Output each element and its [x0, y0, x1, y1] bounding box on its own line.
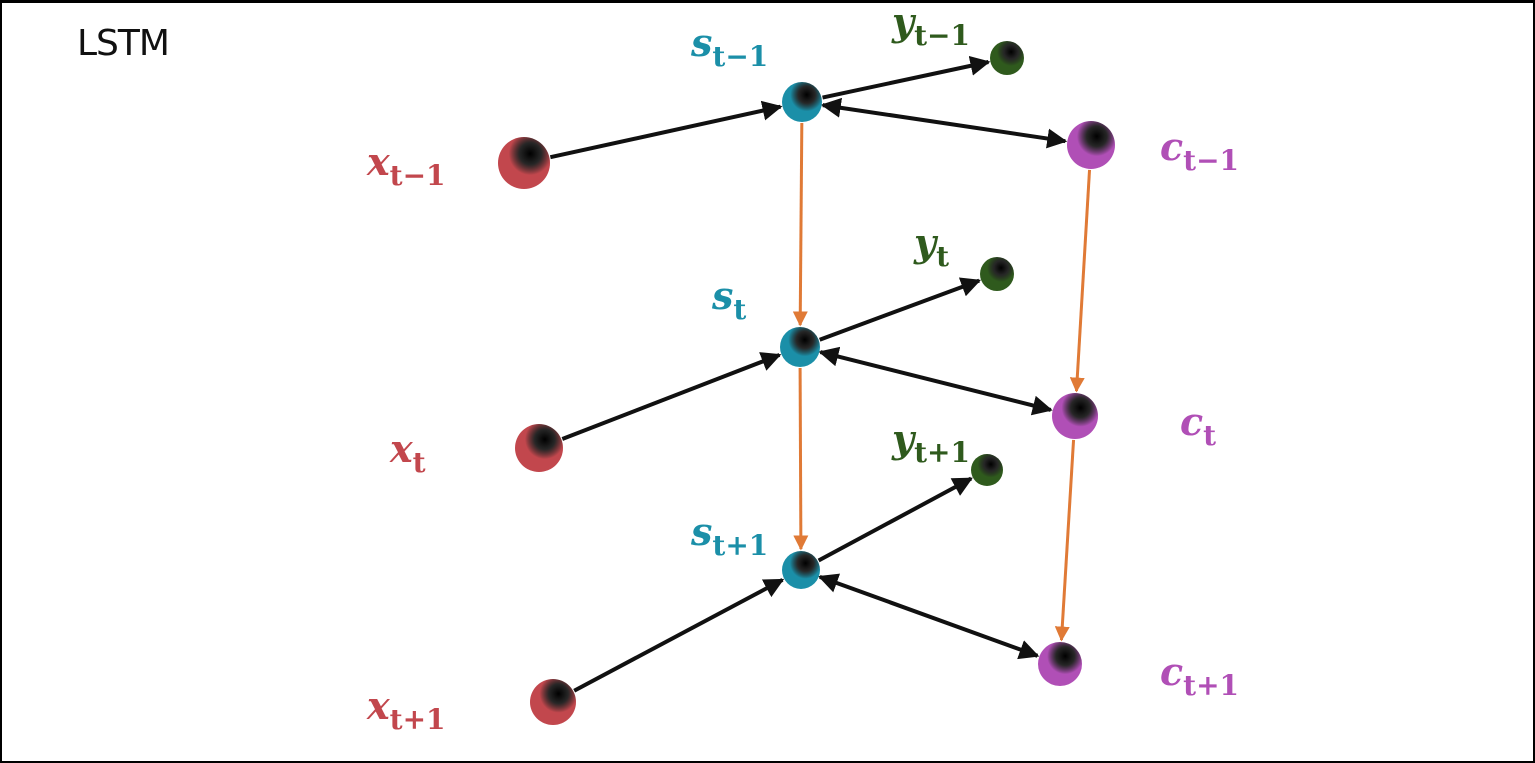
- label-x_t-symbol: x: [389, 426, 414, 471]
- label-x_tp1: xt+1: [366, 683, 446, 736]
- slide-title: LSTM: [77, 23, 170, 64]
- edge-s_tm1-to-y_tm1-output: [822, 55, 991, 100]
- label-y_tm1: yt−1: [891, 3, 970, 52]
- node-c_tp1: [1038, 642, 1082, 686]
- edge-s_tp1-to-y_tp1-output: [817, 476, 973, 563]
- label-s_tm1-symbol: s: [690, 20, 712, 65]
- label-s_tp1-symbol: s: [690, 509, 712, 554]
- label-s_tp1: st+1: [690, 509, 768, 562]
- label-y_t-symbol: y: [913, 220, 939, 265]
- node-s_tm1: [782, 82, 822, 122]
- label-c_tm1: ct−1: [1160, 124, 1239, 177]
- label-s_tm1-subscript: t−1: [712, 40, 768, 73]
- label-x_tm1: xt−1: [366, 139, 446, 192]
- node-x_tm1: [498, 137, 550, 189]
- edge-s_tp1-to-c_tp1-bidirectional: [817, 573, 1040, 660]
- label-y_t-subscript: t: [936, 240, 949, 273]
- label-y_tp1-symbol: y: [891, 416, 917, 461]
- node-s_tp1: [782, 551, 820, 589]
- label-x_t-subscript: t: [413, 446, 426, 479]
- edge-c_tm1-to-c_t-recurrent: [1069, 169, 1092, 393]
- label-x_t: xt: [389, 426, 426, 479]
- label-c_tp1: ct+1: [1160, 649, 1239, 702]
- label-c_t-subscript: t: [1203, 419, 1216, 452]
- edge-c_t-to-c_tp1-recurrent: [1054, 439, 1076, 642]
- label-c_tm1-subscript: t−1: [1183, 144, 1239, 177]
- node-y_tm1: [990, 41, 1024, 75]
- node-y_tp1: [971, 454, 1003, 486]
- node-s_t: [780, 327, 820, 367]
- label-s_t-subscript: t: [733, 293, 746, 326]
- label-c_t: ct: [1180, 399, 1216, 452]
- edge-x_t-to-s_t-input: [561, 352, 782, 441]
- edge-s_tm1-to-s_t-recurrent: [792, 122, 808, 327]
- label-x_tp1-symbol: x: [366, 683, 391, 728]
- label-s_t: st: [711, 273, 746, 326]
- label-c_tm1-symbol: c: [1160, 124, 1183, 169]
- edges-layer: [549, 55, 1092, 693]
- label-c_t-symbol: c: [1180, 399, 1203, 444]
- label-s_t-symbol: s: [711, 273, 733, 318]
- node-y_t: [980, 257, 1014, 291]
- label-c_tp1-subscript: t+1: [1183, 669, 1239, 702]
- label-y_tp1: yt+1: [891, 416, 970, 469]
- label-y_tp1-subscript: t+1: [914, 436, 970, 469]
- edge-s_t-to-s_tp1-recurrent: [793, 367, 809, 551]
- label-s_tp1-subscript: t+1: [712, 529, 768, 562]
- node-c_t: [1052, 393, 1098, 439]
- label-x_tp1-subscript: t+1: [390, 703, 446, 736]
- node-c_tm1: [1067, 121, 1115, 169]
- label-c_tp1-symbol: c: [1160, 649, 1183, 694]
- label-y_tm1-subscript: t−1: [914, 19, 970, 52]
- label-x_tm1-symbol: x: [366, 139, 391, 184]
- nodes-layer: [498, 41, 1115, 725]
- edge-x_tp1-to-s_tp1-input: [573, 578, 785, 693]
- label-y_tm1-symbol: y: [891, 3, 917, 44]
- edge-s_t-to-c_t-bidirectional: [818, 346, 1053, 416]
- node-x_t: [515, 424, 563, 472]
- edge-x_tm1-to-s_tm1-input: [549, 100, 783, 160]
- edge-s_tm1-to-c_tm1-bidirectional: [820, 97, 1068, 149]
- node-x_tp1: [530, 679, 576, 725]
- label-y_t: yt: [913, 220, 949, 273]
- label-s_tm1: st−1: [690, 20, 768, 73]
- label-x_tm1-subscript: t−1: [390, 159, 446, 192]
- edge-s_t-to-y_t-output: [818, 277, 982, 342]
